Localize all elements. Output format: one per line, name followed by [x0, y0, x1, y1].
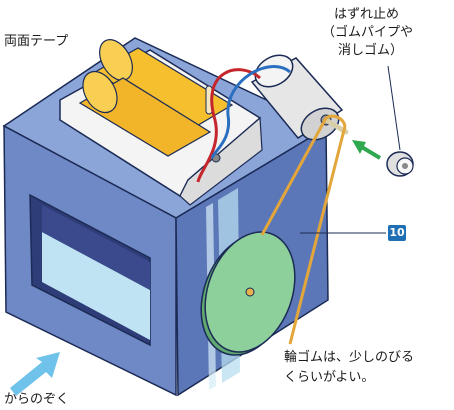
- view-direction-arrow-icon: [10, 352, 60, 396]
- stopper-leader-line: [387, 65, 401, 151]
- battery-back: [93, 39, 234, 131]
- double-sided-tape-label: 両面テープ: [4, 34, 69, 49]
- red-wire: [196, 68, 262, 183]
- blue-wire: [210, 65, 291, 159]
- stopper-label-line3: 消しゴム）: [338, 43, 404, 58]
- stopper-label-line1: はずれ止め: [334, 7, 400, 22]
- battery-front: [78, 70, 212, 157]
- peek-direction-label: からのぞく: [4, 392, 70, 407]
- window-inner-light: [42, 232, 150, 340]
- pulley-wheel: [200, 231, 296, 356]
- rubber-band-note-line2: くらいがよい。: [284, 370, 375, 385]
- stopper-pipe: [386, 151, 414, 177]
- stopper-label-line2: （ゴムパイプや: [322, 25, 414, 40]
- rubber-band-note-line1: 輪ゴムは、少しのびる: [284, 350, 415, 365]
- step-number-badge: 10: [388, 225, 406, 241]
- rubber-band: [260, 117, 346, 345]
- attach-arrow-icon: [352, 140, 382, 160]
